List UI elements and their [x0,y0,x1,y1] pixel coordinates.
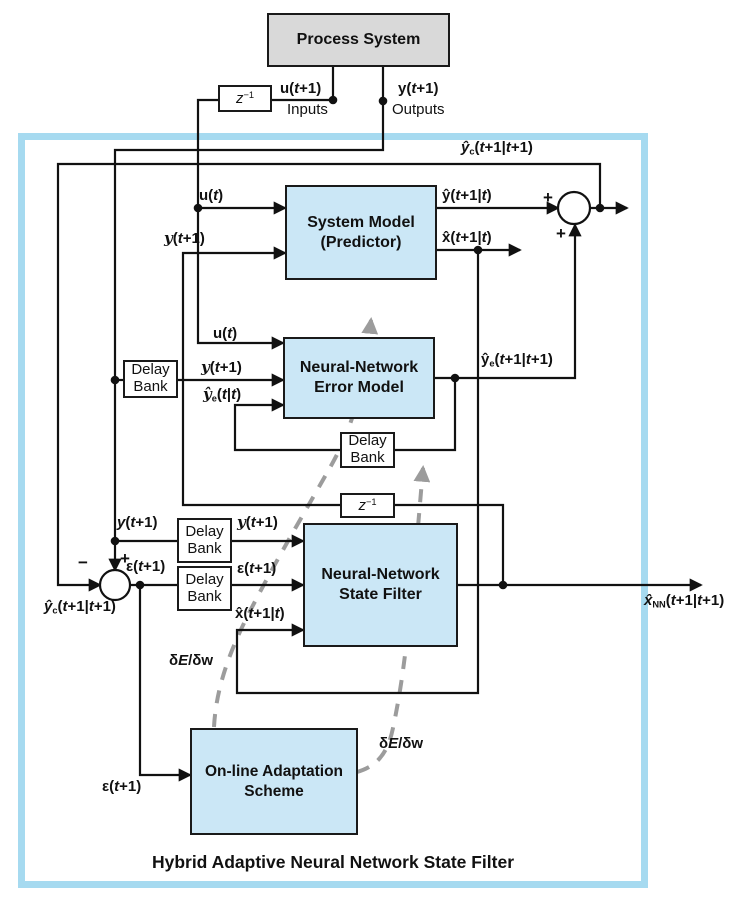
label-yscript-a: y(t+1) [164,229,205,247]
plus-sign-sum-top-left: + [543,188,553,207]
wire-eps-to-adaptation [138,585,192,782]
label-eps-b: ε(t+1) [237,560,277,577]
delay-bank-line2: Bank [350,449,385,466]
label-yhat-pred: ŷ(t+1|t) [442,187,492,204]
state-filter-line2: State Filter [339,586,422,603]
delay-bank-2: Delay Bank [340,432,395,468]
label-outputs: Outputs [392,101,445,118]
wire-delaybank2-to-error-model [233,398,340,452]
label-yscript-c: y(t+1) [237,513,278,531]
sum-junction-top [556,190,592,226]
label-yc-hat-top: ŷc(t+1|t+1) [461,139,533,157]
state-filter-line1: Neural-Network [321,566,440,583]
minus-sign-sum-left: − [78,553,88,572]
label-xnn-output: x̂NN(t+1|t+1) [644,592,725,610]
adaptation-scheme-box: On-line Adaptation Scheme [190,728,358,835]
delay-bank-3: Delay Bank [177,518,232,563]
adaptation-line1: On-line Adaptation [204,763,344,781]
label-u-t-b: u(t) [213,325,238,342]
label-yscript-b: y(t+1) [201,358,242,376]
unit-delay-box-top: z−1 [218,85,272,112]
wire-xhat-feedback-to-filter [235,250,480,695]
gradient-arrow-left [212,316,379,728]
plus-sign-sum-top-bottom: + [556,224,566,243]
delay-bank-line1: Delay [131,361,170,379]
error-model-box: Neural-Network Error Model [283,337,435,419]
wire-u-delayed-down [196,98,285,350]
process-system-box: Process System [267,13,450,67]
junction-dots [110,95,605,590]
diagram-title: Hybrid Adaptive Neural Network State Fil… [151,852,515,872]
label-ye-hat-in: ŷe(t|t) [203,385,242,404]
label-y-bold: y(t+1) [117,514,158,531]
wire-ye-into-delaybank2 [395,378,457,452]
label-grad-left: δE/δw [169,652,214,669]
delay-bank-line2: Bank [187,539,222,557]
label-yc-hat-bottom: ŷc(t+1|t+1) [44,598,116,616]
delay-bank-1: Delay Bank [123,360,178,398]
label-inputs: Inputs [287,101,328,118]
unit-delay-label: z−1 [358,496,377,515]
delay-bank-line1: Delay [348,432,387,450]
label-u-t-a: u(t) [199,187,224,204]
sum-junction-left [98,568,132,602]
system-model-line2: (Predictor) [320,233,402,251]
label-eps-c: ε(t+1) [102,778,142,795]
delay-bank-line1: Delay [185,570,224,588]
adaptation-line2: Scheme [244,782,304,800]
label-u-t1: u(t+1) [280,80,322,97]
delay-bank-line2: Bank [133,378,168,395]
label-xhat-in: x̂(t+1|t) [235,605,285,622]
wire-y-from-process [108,67,385,572]
wire-unit-delay-to-system-model [181,246,340,507]
signal-wires [56,67,703,782]
plus-sign-sum-left-top: + [120,549,130,568]
label-xhat-pred: x̂(t+1|t) [442,229,492,246]
label-y-t1: y(t+1) [398,80,439,97]
process-system-label: Process System [296,31,421,48]
state-filter-box: Neural-Network State Filter [303,523,458,647]
unit-delay-label: z−1 [235,89,255,108]
system-model-box: System Model (Predictor) [285,185,437,280]
delay-bank-line2: Bank [187,587,222,605]
error-model-line1: Neural-Network [299,359,419,376]
unit-delay-box-inner: z−1 [340,493,395,518]
wire-ye-to-sum [435,223,582,380]
delay-bank-line1: Delay [185,522,224,540]
delay-bank-4: Delay Bank [177,566,232,611]
system-model-line1: System Model [307,213,415,231]
wire-yc-feedback [56,162,602,592]
error-model-line2: Error Model [314,379,404,396]
wire-output-tap-to-unit-delay [395,503,505,585]
label-ye-hat-out: ŷe(t+1|t+1) [481,351,553,369]
label-grad-right: δE/δw [379,735,424,752]
label-eps-a: ε(t+1) [126,558,166,575]
filter-boundary-frame [18,133,648,888]
